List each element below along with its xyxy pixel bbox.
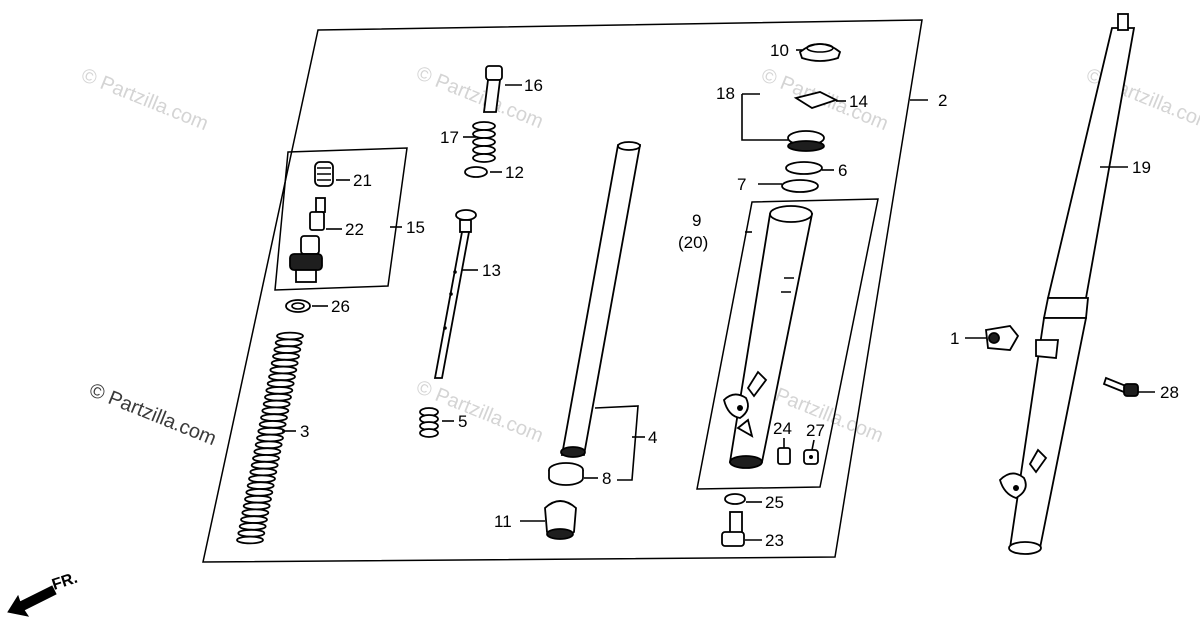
part-3-fork-spring[interactable] bbox=[236, 331, 304, 545]
part-25-sealing-washer[interactable] bbox=[724, 493, 746, 505]
part-24-drain-bolt[interactable] bbox=[777, 447, 791, 465]
part-14-stopper-ring[interactable] bbox=[793, 91, 839, 109]
part-13-damper-rod[interactable] bbox=[433, 209, 477, 379]
part-17-spring[interactable] bbox=[472, 121, 496, 163]
callout-labels: 16 17 12 13 5 21 22 15 26 3 8 11 4 10 18… bbox=[300, 41, 1179, 550]
part-19-fork-assembly[interactable] bbox=[998, 13, 1136, 555]
part-6-back-up-ring[interactable] bbox=[785, 161, 823, 175]
watermark-5: © Partzilla.com bbox=[86, 379, 219, 450]
callout-12: 12 bbox=[505, 163, 524, 182]
part-22-valve-core[interactable] bbox=[309, 197, 326, 231]
part-26-o-ring[interactable] bbox=[285, 299, 311, 313]
callout-13: 13 bbox=[482, 261, 501, 280]
callout-6: 6 bbox=[838, 161, 847, 180]
part-5-rebound-spring[interactable] bbox=[419, 407, 439, 438]
callout-21: 21 bbox=[353, 171, 372, 190]
callout-8: 8 bbox=[602, 469, 611, 488]
subassembly-9-box bbox=[696, 198, 879, 490]
callout-24: 24 bbox=[773, 419, 792, 438]
part-27-socket-bolt[interactable] bbox=[803, 449, 819, 465]
part-28-bolt[interactable] bbox=[1102, 376, 1139, 397]
front-direction-indicator: FR. bbox=[7, 570, 80, 617]
front-arrow-icon bbox=[7, 585, 57, 617]
callout-25: 25 bbox=[765, 493, 784, 512]
kit-boundary bbox=[202, 19, 923, 563]
subassembly-15-box bbox=[274, 147, 408, 291]
callout-3: 3 bbox=[300, 422, 309, 441]
part-15-air-valve-body[interactable] bbox=[289, 235, 323, 283]
part-9-bottom-case[interactable] bbox=[723, 205, 814, 469]
callout-11: 11 bbox=[494, 512, 512, 531]
part-11-oil-lock-piece[interactable] bbox=[544, 500, 577, 540]
callout-16: 16 bbox=[524, 76, 543, 95]
callout-17: 17 bbox=[440, 128, 459, 147]
callout-26: 26 bbox=[331, 297, 350, 316]
callout-4: 4 bbox=[648, 428, 657, 447]
callout-7: 7 bbox=[737, 175, 746, 194]
callout-1: 1 bbox=[950, 329, 959, 348]
bracket-4 bbox=[594, 405, 639, 481]
callout-9-alt-20: (20) bbox=[678, 233, 708, 252]
callout-10: 10 bbox=[770, 41, 789, 60]
callout-22: 22 bbox=[345, 220, 364, 239]
callout-14: 14 bbox=[849, 92, 868, 111]
callout-15: 15 bbox=[406, 218, 425, 237]
part-21-valve-cap[interactable] bbox=[314, 161, 334, 187]
part-16-bolt[interactable] bbox=[482, 65, 503, 113]
watermark-1: © Partzilla.com bbox=[78, 64, 211, 135]
callout-19: 19 bbox=[1132, 158, 1151, 177]
callout-23: 23 bbox=[765, 531, 784, 550]
callout-28: 28 bbox=[1160, 383, 1179, 402]
part-7-guide-bushing[interactable] bbox=[781, 179, 819, 193]
callout-27: 27 bbox=[806, 421, 825, 440]
part-26-o-ring-inner bbox=[291, 302, 305, 310]
front-direction-label: FR. bbox=[50, 570, 80, 594]
leader-lines bbox=[282, 49, 1155, 541]
part-1-cable-guide[interactable] bbox=[985, 325, 1020, 351]
callout-2: 2 bbox=[938, 91, 947, 110]
callout-5: 5 bbox=[458, 412, 467, 431]
part-18-oil-seal[interactable] bbox=[787, 130, 825, 152]
part-8-slide-bushing[interactable] bbox=[548, 462, 584, 486]
bracket-18 bbox=[741, 93, 788, 141]
part-23-socket-bolt[interactable] bbox=[721, 511, 745, 547]
callout-18: 18 bbox=[716, 84, 735, 103]
callout-9: 9 bbox=[692, 211, 701, 230]
watermark-layer: © Partzilla.com © Partzilla.com © Partzi… bbox=[78, 62, 1200, 450]
part-12-piston-ring[interactable] bbox=[464, 166, 488, 178]
part-4-fork-tube[interactable] bbox=[560, 141, 642, 458]
part-10-dust-seal[interactable] bbox=[798, 43, 842, 62]
